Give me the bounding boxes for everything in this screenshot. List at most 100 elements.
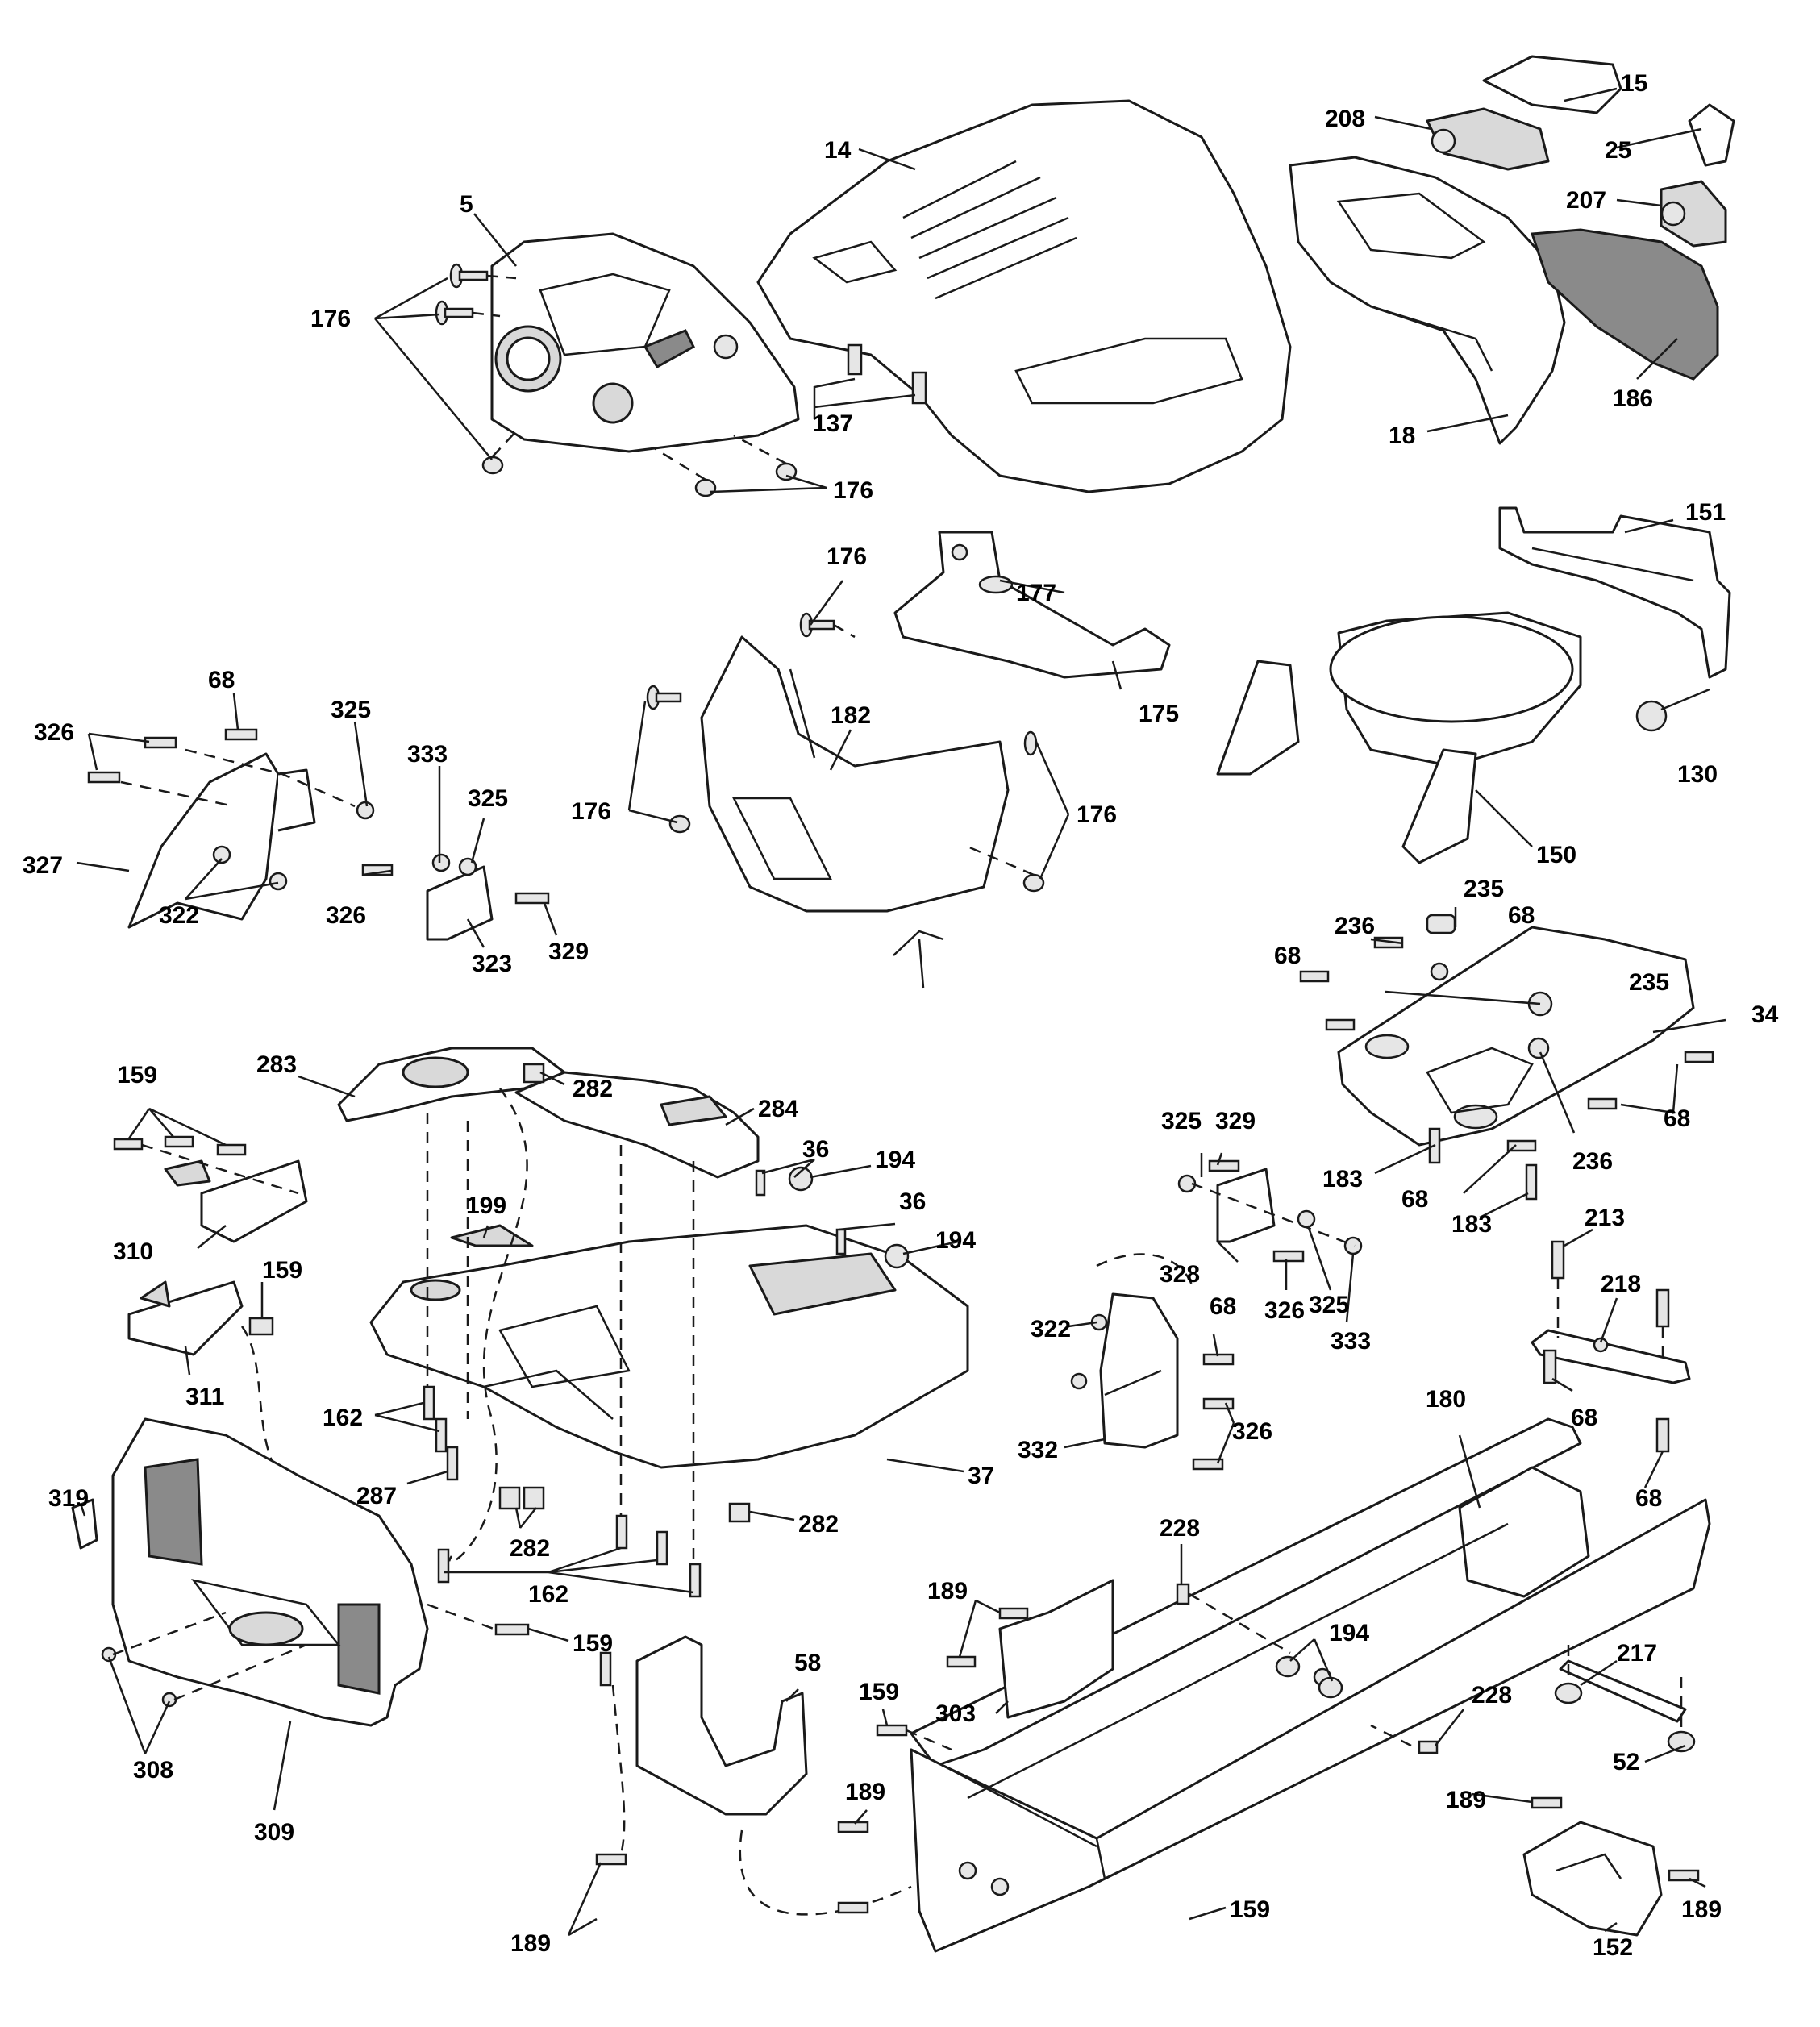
callout-311: 311 [185, 1384, 224, 1410]
callout-325-right-top: 325 [1161, 1108, 1202, 1134]
callout-176-front-left: 176 [571, 798, 611, 825]
callout-228-top: 228 [1160, 1515, 1200, 1542]
left-shield-part [87, 728, 356, 929]
fender-deck-37-part [369, 1224, 969, 1469]
callout-213: 213 [1585, 1205, 1625, 1231]
hood-pads [847, 343, 927, 405]
callout-333-right: 333 [1331, 1328, 1371, 1355]
lens-parts [1482, 55, 1735, 167]
callout-68-plate-bottom: 68 [1401, 1186, 1428, 1213]
callout-199: 199 [466, 1192, 506, 1219]
callout-236-top: 236 [1335, 913, 1375, 939]
callout-217: 217 [1617, 1640, 1657, 1667]
bracket-328-part [1177, 1159, 1363, 1263]
callout-159-bottom: 159 [1230, 1896, 1270, 1923]
callout-228-bottom: 228 [1472, 1682, 1512, 1709]
callout-326-top: 326 [34, 719, 74, 746]
bracket-303-part [876, 1579, 1114, 1751]
shroud-part [1216, 611, 1582, 864]
callout-58: 58 [794, 1650, 821, 1676]
callout-310: 310 [113, 1238, 153, 1265]
callout-194-frame: 194 [1329, 1620, 1369, 1646]
callout-162-bottom: 162 [528, 1581, 568, 1608]
callout-186: 186 [1613, 385, 1653, 412]
callout-322-right: 322 [1031, 1316, 1071, 1342]
callout-68-plate-top: 68 [1508, 902, 1535, 929]
engine-plate-part [1337, 914, 1695, 1147]
callout-189-bracket: 189 [845, 1779, 885, 1805]
callout-180: 180 [1426, 1386, 1466, 1413]
callout-152: 152 [1593, 1934, 1633, 1961]
callout-159-bracket: 159 [262, 1257, 302, 1284]
callout-151: 151 [1685, 499, 1726, 526]
callout-5: 5 [460, 191, 473, 218]
frame-hardware [1176, 1583, 1439, 1754]
callout-137: 137 [813, 410, 853, 437]
callout-235-top: 235 [1464, 876, 1504, 902]
callout-323: 323 [472, 951, 512, 977]
callout-18: 18 [1389, 422, 1415, 449]
callout-282-middle: 282 [510, 1535, 550, 1562]
callout-176-front-right: 176 [1077, 801, 1117, 828]
callout-326-shield: 326 [1232, 1418, 1272, 1445]
bracket-151-part [1498, 506, 1731, 732]
callout-329-left: 329 [548, 939, 589, 965]
callout-189-cover-left: 189 [1446, 1787, 1486, 1813]
callout-183-bottom: 183 [1451, 1211, 1492, 1238]
side-shield-332-part [1070, 1253, 1235, 1471]
leader-lines [76, 87, 1726, 1937]
grille-frame-part [1289, 156, 1566, 445]
callout-68-plate-left: 68 [1274, 943, 1301, 969]
bracket-310-part [113, 1135, 308, 1243]
callout-177: 177 [1016, 580, 1056, 606]
front-panel-part [700, 635, 1010, 913]
callout-175: 175 [1139, 701, 1179, 727]
bracket-311-part [127, 1280, 307, 1501]
callout-34: 34 [1751, 1001, 1779, 1028]
callout-176-front-top: 176 [827, 543, 867, 570]
callout-283: 283 [256, 1051, 297, 1078]
dash-bolts [435, 263, 798, 497]
callout-150: 150 [1536, 842, 1576, 868]
callout-322-left: 322 [159, 902, 199, 929]
callout-207: 207 [1566, 187, 1606, 214]
callout-333-left: 333 [407, 741, 448, 768]
callout-332: 332 [1018, 1437, 1058, 1463]
callout-329-right: 329 [1215, 1108, 1256, 1134]
callout-159-rear: 159 [573, 1630, 613, 1657]
callout-325-left: 325 [468, 785, 508, 812]
callout-36-top: 36 [802, 1136, 829, 1163]
callout-37: 37 [968, 1463, 994, 1489]
callout-183-left: 183 [1322, 1166, 1363, 1192]
callout-159-top: 159 [117, 1062, 157, 1088]
callout-162-left: 162 [323, 1405, 363, 1431]
callout-189-bottom-left: 189 [510, 1930, 551, 1957]
callout-326-right: 326 [1264, 1297, 1305, 1324]
callout-236-plate: 236 [1572, 1148, 1613, 1175]
callout-235-plate: 235 [1629, 969, 1669, 996]
callout-282-top: 282 [573, 1076, 613, 1102]
callout-176-dash: 176 [310, 306, 351, 332]
headlight-parts [1426, 107, 1727, 248]
bracket-218-part [1531, 1240, 1691, 1453]
callout-68-shield: 68 [1210, 1293, 1236, 1320]
fender-284-part [514, 1071, 760, 1179]
callout-194-top: 194 [875, 1147, 915, 1173]
cover-152-part [837, 1796, 1700, 1937]
callout-182: 182 [831, 702, 871, 729]
callout-130: 130 [1677, 761, 1718, 788]
callout-14: 14 [824, 137, 852, 164]
bracket-58-part [595, 1635, 912, 1916]
front-panel-bolts [646, 612, 1045, 893]
bracket-323-part [356, 801, 550, 941]
callout-328: 328 [1160, 1261, 1200, 1288]
callout-68-left: 68 [208, 667, 235, 693]
callout-309: 309 [254, 1819, 294, 1846]
callout-218: 218 [1601, 1271, 1641, 1297]
callout-194-lower: 194 [935, 1227, 976, 1254]
callout-189-top: 189 [927, 1578, 968, 1605]
callout-25: 25 [1605, 137, 1631, 164]
fender-dash-lines [426, 1088, 695, 1564]
